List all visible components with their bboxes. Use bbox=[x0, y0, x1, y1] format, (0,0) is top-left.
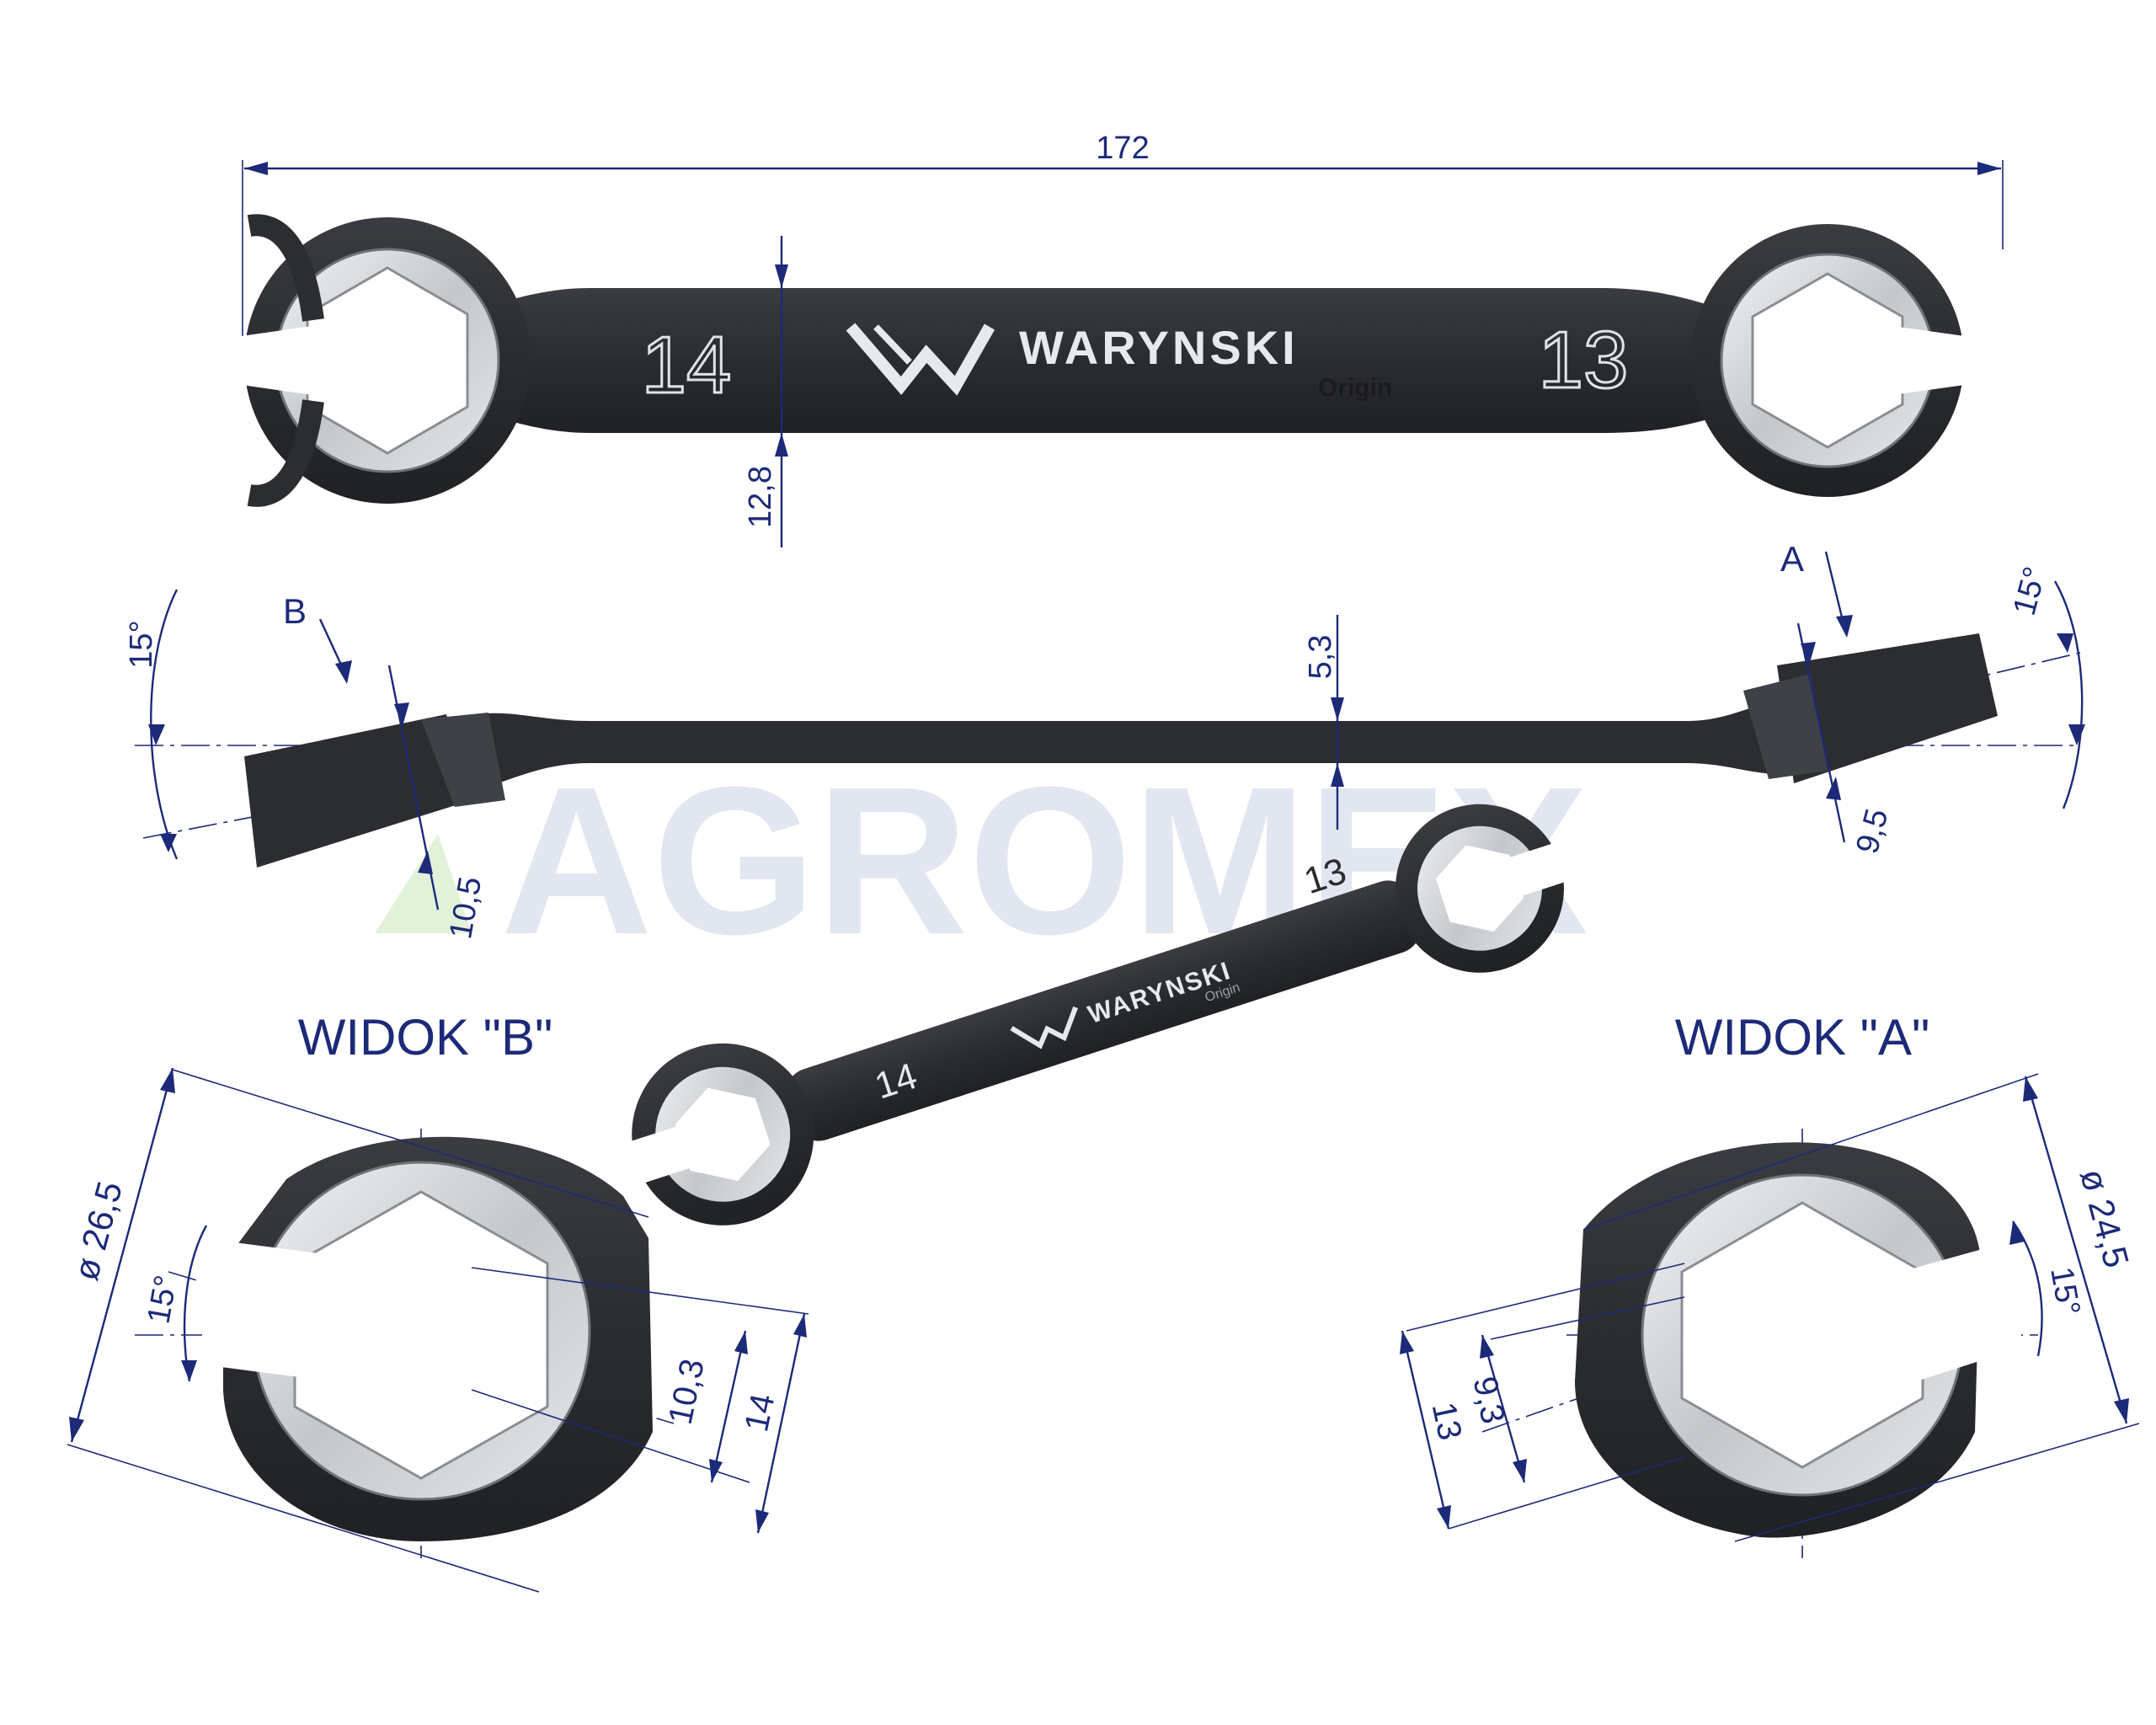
view-a-dia: ø 24,5 bbox=[2073, 1165, 2137, 1272]
side-dim-shaft: 5,3 bbox=[1303, 635, 1338, 680]
wrench-side-left-head bbox=[244, 714, 472, 868]
wrench-top-shaft bbox=[472, 288, 1735, 433]
top-brand-sub: Origin bbox=[1318, 374, 1392, 402]
view-a-angle: 15° bbox=[2043, 1264, 2086, 1318]
dim-length: 172 bbox=[1096, 131, 1149, 166]
view-b-dim-inner: 10,3 bbox=[662, 1356, 712, 1428]
wrench-top-right-head bbox=[1691, 224, 2038, 497]
top-view: 172 14 13 WARYNSKI Origi bbox=[168, 131, 2038, 547]
brand-logo-icon bbox=[846, 323, 995, 396]
photo-right-head bbox=[1395, 804, 1591, 973]
view-b-ring bbox=[202, 1136, 653, 1541]
view-b-dim-outer: 14 bbox=[738, 1391, 782, 1435]
top-size-left: 14 bbox=[642, 320, 732, 410]
wrench-side-shaft bbox=[472, 701, 1785, 792]
view-a: WIDOK "A" ø 24,5 15° 9,3 13 bbox=[1400, 1009, 2140, 1558]
side-label-b: B bbox=[283, 591, 307, 631]
wrench-side-right-head bbox=[1777, 633, 1998, 783]
side-angle-right: 15° bbox=[2007, 563, 2053, 619]
view-a-ring bbox=[1575, 1142, 2021, 1538]
top-size-right: 13 bbox=[1539, 315, 1629, 405]
side-label-a: A bbox=[1780, 539, 1804, 579]
view-a-dim-outer: 13 bbox=[1425, 1399, 1469, 1444]
view-b-title: WIDOK "B" bbox=[298, 1009, 553, 1065]
side-dim-right-head: 9,5 bbox=[1849, 805, 1895, 857]
view-b-angle: 15° bbox=[141, 1273, 184, 1327]
dim-thickness: 12,8 bbox=[743, 466, 778, 528]
view-a-dim-inner: 9,3 bbox=[1465, 1374, 1512, 1428]
view-b-dia: ø 26,5 bbox=[66, 1178, 130, 1284]
wrench-top-left-head bbox=[168, 214, 531, 507]
side-angle-left: 15° bbox=[124, 620, 159, 668]
photo-logo-icon bbox=[1010, 1006, 1078, 1049]
view-a-title: WIDOK "A" bbox=[1675, 1009, 1930, 1065]
top-brand: WARYNSKI bbox=[1019, 321, 1299, 374]
photo-left-head bbox=[616, 1043, 814, 1226]
wrench-photo: 14 13 WARYNSKI Origin bbox=[616, 804, 1591, 1226]
side-view: B A 15° 15° 5,3 10,5 9,5 bbox=[124, 539, 2085, 942]
watermark-leaf-icon bbox=[375, 834, 472, 933]
